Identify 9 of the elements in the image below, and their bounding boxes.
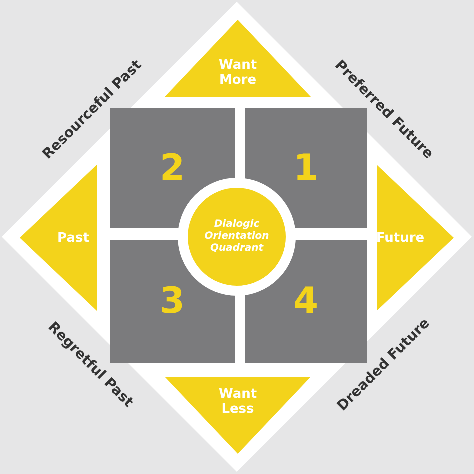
quadrant-number: 2 — [160, 148, 186, 188]
label-text: Want Less — [218, 386, 258, 416]
label-text: Past — [56, 230, 90, 246]
quadrant-number: 3 — [160, 281, 186, 322]
quadrant-number: 1 — [293, 148, 319, 188]
label-text: Future — [376, 230, 425, 246]
circle-title: Dialogic Orientation Quadrant — [204, 219, 270, 255]
quadrant-number: 4 — [293, 281, 319, 322]
label-text: Want More — [218, 58, 258, 88]
